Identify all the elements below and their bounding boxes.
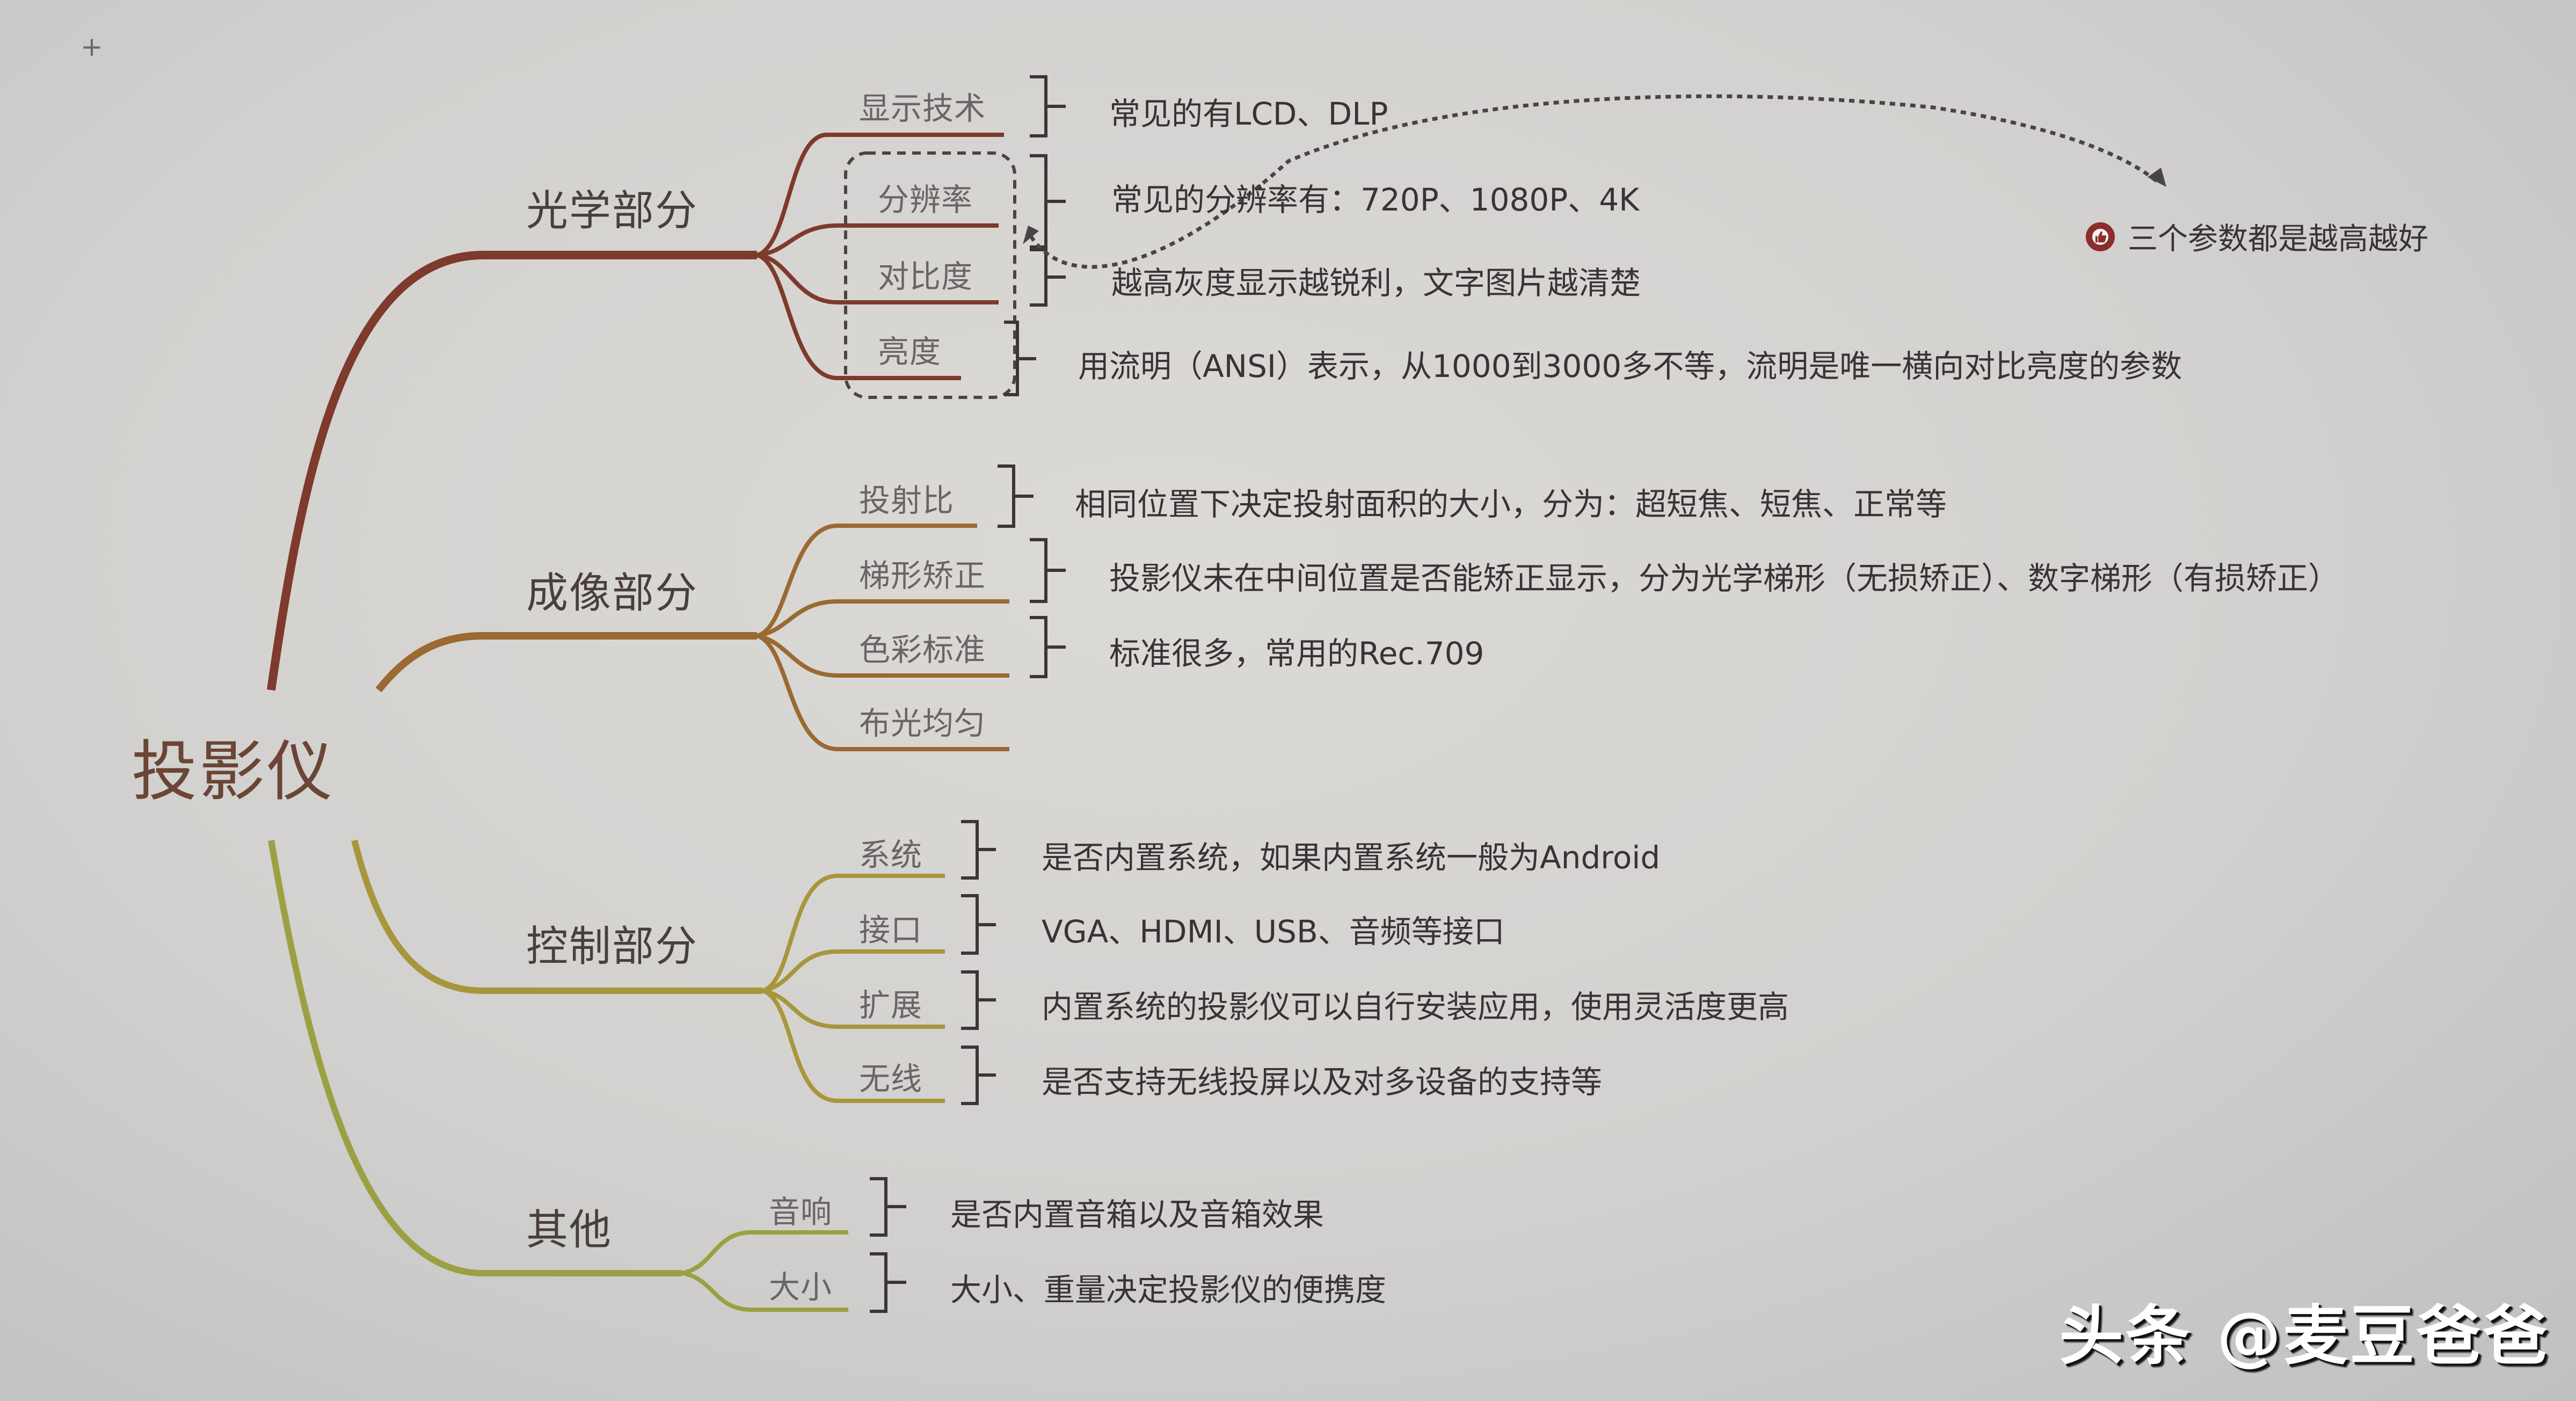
other-sub-branches — [681, 1230, 848, 1312]
branch-control[interactable]: 控制部分 — [526, 923, 698, 971]
desc-throw-ratio: 相同位置下决定投射面积的大小，分为：超短焦、短焦、正常等 — [1075, 486, 1947, 522]
node-display-tech[interactable]: 显示技术 — [859, 90, 986, 127]
desc-resolution: 常见的分辨率有：720P、1080P、4K — [1111, 182, 1640, 218]
node-color-standard[interactable]: 色彩标准 — [859, 631, 986, 668]
desc-interface: VGA、HDMI、USB、音频等接口 — [1042, 913, 1505, 950]
corner-plus-mark: + — [81, 31, 103, 62]
node-brightness[interactable]: 亮度 — [878, 333, 942, 370]
desc-audio: 是否内置音箱以及音箱效果 — [950, 1196, 1325, 1233]
node-expansion[interactable]: 扩展 — [859, 987, 923, 1023]
node-keystone[interactable]: 梯形矫正 — [859, 557, 986, 594]
optical-sub-branches — [756, 133, 1004, 380]
node-resolution[interactable]: 分辨率 — [878, 182, 973, 218]
node-throw-ratio[interactable]: 投射比 — [859, 482, 955, 519]
desc-wireless: 是否支持无线投屏以及对多设备的支持等 — [1042, 1064, 1603, 1100]
control-sub-branches — [761, 874, 945, 1103]
desc-system: 是否内置系统，如果内置系统一般为Android — [1042, 839, 1661, 876]
branch-other[interactable]: 其他 — [526, 1206, 613, 1254]
trunk-imaging — [375, 632, 757, 693]
desc-size: 大小、重量决定投影仪的便携度 — [950, 1272, 1387, 1308]
desc-brightness: 用流明（ANSI）表示，从1000到3000多不等，流明是唯一横向对比亮度的参数 — [1078, 348, 2182, 384]
node-uniformity[interactable]: 布光均匀 — [859, 705, 986, 742]
node-contrast[interactable]: 对比度 — [878, 258, 973, 295]
node-system[interactable]: 系统 — [859, 837, 923, 873]
branch-optical[interactable]: 光学部分 — [526, 187, 698, 235]
node-wireless[interactable]: 无线 — [859, 1061, 923, 1097]
desc-contrast: 越高灰度显示越锐利，文字图片越清楚 — [1111, 265, 1641, 301]
imaging-sub-branches — [756, 524, 1009, 751]
trunk-optical — [267, 251, 757, 691]
arrow-head-icon — [2148, 168, 2166, 187]
desc-keystone: 投影仪未在中间位置是否能矫正显示，分为光学梯形（无损矫正）、数字梯形（有损矫正） — [1109, 560, 2340, 597]
node-size[interactable]: 大小 — [769, 1269, 833, 1305]
root-node[interactable]: 投影仪 — [132, 734, 334, 810]
dashed-group-box — [844, 151, 1016, 399]
desc-color-standard: 标准很多，常用的Rec.709 — [1109, 635, 1485, 672]
arrow-tail-icon — [1023, 226, 1039, 244]
thumbs-up-icon — [2086, 222, 2115, 251]
watermark: 头条 @麦豆爸爸 — [2059, 1299, 2550, 1374]
desc-expansion: 内置系统的投影仪可以自行安装应用，使用灵活度更高 — [1042, 989, 1789, 1025]
desc-display-tech: 常见的有LCD、DLP — [1109, 96, 1388, 132]
callout-note: 三个参数都是越高越好 — [2086, 215, 2428, 258]
trunk-control — [351, 839, 762, 994]
callout-text: 三个参数都是越高越好 — [2128, 222, 2428, 257]
branch-imaging[interactable]: 成像部分 — [526, 569, 698, 618]
callout-arrow — [1029, 94, 2160, 269]
node-interface[interactable]: 接口 — [859, 912, 923, 948]
node-audio[interactable]: 音响 — [769, 1194, 833, 1230]
trunk-other — [268, 839, 682, 1276]
